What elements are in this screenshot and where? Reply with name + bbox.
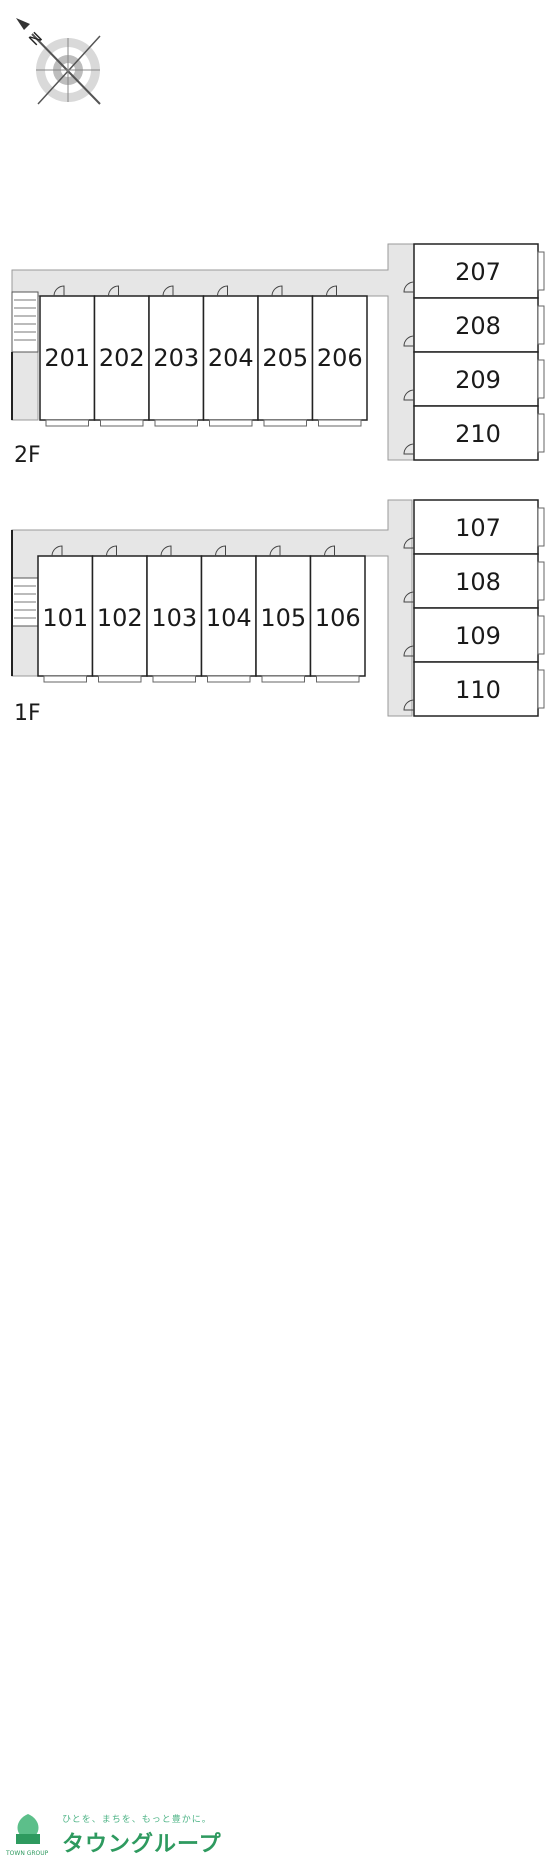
unit-label: 106 [315,604,361,632]
door-icon [403,335,415,347]
door-icon [403,537,415,549]
balcony [261,675,305,683]
logo-subtext: TOWN GROUP [6,1850,49,1857]
door-icon [403,645,415,657]
balcony [209,419,253,427]
footer: TOWN GROUP ひとを、まちを、もっと豊かに。 タウングループ [0,900,560,1857]
balcony [537,251,545,291]
brand-name: タウングループ [62,1832,222,1857]
floor-plan-diagram: N 201 202 203 204 205 206 207 208 209 210 101 102 10… [11,18,545,726]
unit-label: 206 [317,344,363,372]
unit-205: 205 [257,285,314,427]
unit-label: 208 [455,312,501,340]
unit-label: 203 [153,344,199,372]
door-icon [106,545,117,557]
unit-207: 207 [403,243,545,299]
door-icon [108,285,119,297]
door-icon [326,285,337,297]
balcony [316,675,360,683]
unit-label: 209 [455,366,501,394]
door-icon [162,285,174,297]
unit-102: 102 [91,545,148,683]
balcony [318,419,362,427]
balcony [100,419,144,427]
unit-108: 108 [403,553,545,609]
balcony [263,419,307,427]
door-icon [403,281,415,293]
unit-107: 107 [403,499,545,555]
balcony [537,413,545,453]
door-icon [269,545,281,557]
door-icon [53,285,65,297]
unit-109: 109 [403,607,545,663]
balcony [537,305,545,345]
door-icon [217,285,228,297]
unit-label: 105 [260,604,306,632]
unit-label: 103 [151,604,197,632]
unit-label: 102 [97,604,143,632]
balcony [98,675,142,683]
unit-label: 204 [208,344,254,372]
door-icon [271,285,283,297]
unit-206: 206 [311,285,368,427]
unit-label: 109 [455,622,501,650]
door-icon [403,443,415,455]
staircase-2f [11,291,39,420]
unit-203: 203 [148,285,205,427]
door-icon [403,591,415,603]
walkway-1f [11,499,413,717]
door-icon [403,699,415,711]
unit-label: 110 [455,676,501,704]
floor-label-2f: 2F [14,443,41,468]
door-icon [215,545,226,557]
floor-label-1f: 1F [14,701,41,726]
unit-106: 106 [309,545,366,683]
unit-104: 104 [200,545,257,683]
balcony [537,507,545,547]
balcony [152,675,196,683]
unit-label: 207 [455,258,501,286]
unit-label: 108 [455,568,501,596]
balcony [537,359,545,399]
unit-110: 110 [403,661,545,717]
balcony [537,615,545,655]
unit-101: 101 [37,545,94,683]
balcony [43,675,87,683]
balcony [154,419,198,427]
balcony [537,561,545,601]
unit-label: 210 [455,420,501,448]
unit-label: 205 [262,344,308,372]
unit-103: 103 [146,545,203,683]
unit-label: 107 [455,514,501,542]
door-icon [403,389,415,401]
unit-label: 202 [99,344,145,372]
balcony [45,419,89,427]
slogan-text: ひとを、まちを、もっと豊かに。 [62,1815,212,1825]
walkway-2f [11,243,415,461]
unit-208: 208 [403,297,545,353]
compass-rose-icon: N [16,18,101,105]
balcony [207,675,251,683]
door-icon [51,545,63,557]
door-icon [324,545,335,557]
door-icon [160,545,172,557]
unit-105: 105 [255,545,312,683]
unit-label: 201 [44,344,90,372]
unit-210: 210 [403,405,545,461]
unit-209: 209 [403,351,545,407]
unit-label: 104 [206,604,252,632]
unit-204: 204 [202,285,259,427]
unit-202: 202 [93,285,150,427]
town-group-leaf-icon [16,1814,40,1844]
unit-label: 101 [42,604,88,632]
unit-201: 201 [39,285,96,427]
balcony [537,669,545,709]
